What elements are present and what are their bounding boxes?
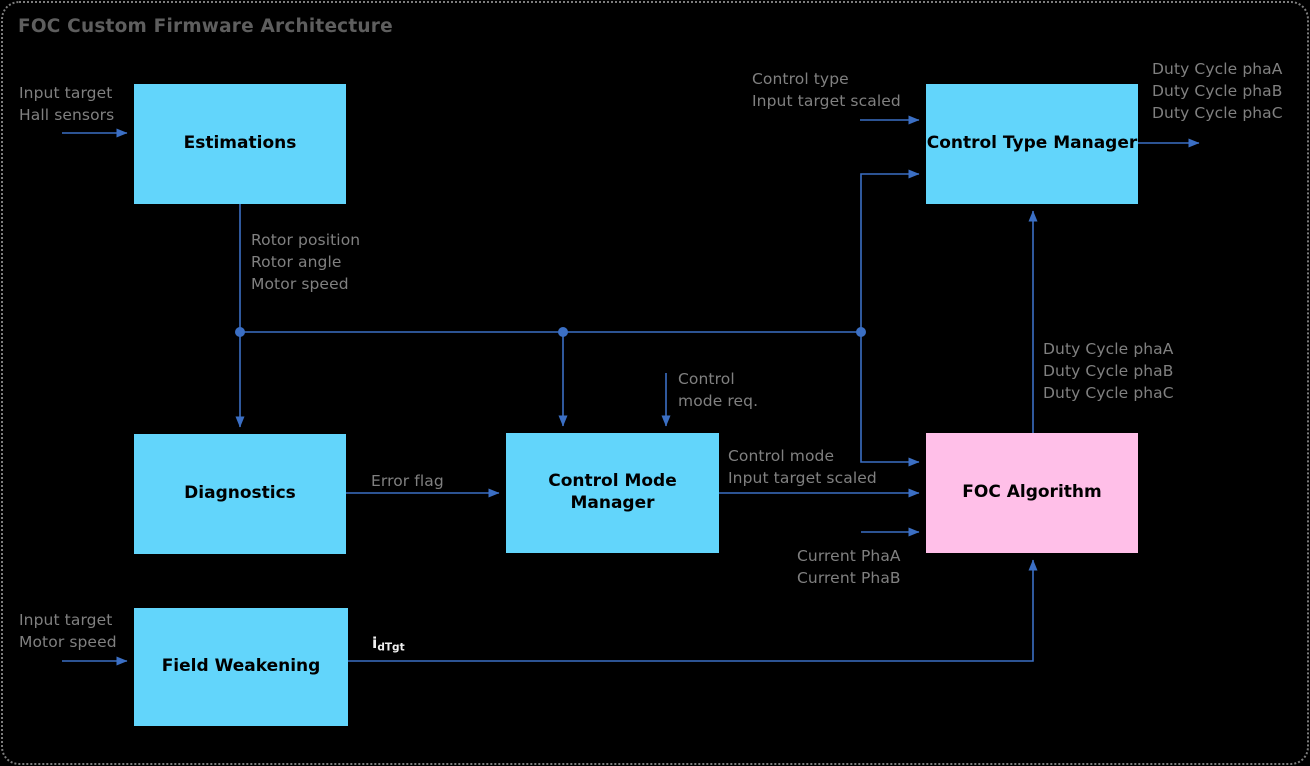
node-foc-algorithm[interactable]: FOC Algorithm (926, 433, 1138, 553)
edge-label-estimations-output: Rotor position Rotor angle Motor speed (251, 231, 361, 293)
node-label: Estimations (183, 133, 297, 154)
edge-label-ctm-input: Control type Input target scaled (752, 70, 901, 110)
edge-bus-to-ctm (860, 169, 920, 332)
edge-label-control-mode-req: Control mode req. (678, 370, 759, 410)
node-control-type-manager[interactable]: Control Type Manager (926, 84, 1138, 204)
edge-label-cmm-to-foc: Control mode Input target scaled (728, 447, 877, 487)
edge-label-ctm-output: Duty Cycle phaA Duty Cycle phaB Duty Cyc… (1152, 60, 1283, 122)
node-label: Diagnostics (184, 483, 296, 504)
id-target-main: i (372, 634, 378, 652)
edge-label-field-weakening-input: Input target Motor speed (19, 611, 117, 651)
node-diagnostics[interactable]: Diagnostics (134, 434, 346, 554)
node-label: Control Mode Manager (548, 471, 677, 513)
node-estimations[interactable]: Estimations (134, 84, 346, 204)
edge-label-error-flag: Error flag (371, 472, 444, 490)
edge-label-id-target: idTgt (372, 634, 405, 653)
node-label: Field Weakening (161, 656, 321, 677)
edge-bus-to-foc (860, 332, 920, 467)
bus-junction-dots (235, 327, 866, 337)
node-label: FOC Algorithm (962, 482, 1102, 503)
page-title: FOC Custom Firmware Architecture (18, 16, 393, 37)
edge-field-weakening-to-foc (348, 559, 1038, 662)
node-field-weakening[interactable]: Field Weakening (134, 608, 348, 726)
edge-label-foc-duty-cycle-feedback: Duty Cycle phaA Duty Cycle phaB Duty Cyc… (1043, 340, 1174, 402)
node-control-mode-manager[interactable]: Control Mode Manager (506, 433, 719, 553)
edge-label-estimations-input: Input target Hall sensors (19, 84, 115, 124)
edge-label-current-phases: Current PhaA Current PhaB (797, 547, 901, 587)
node-label: Control Type Manager (926, 133, 1138, 154)
id-target-subscript: dTgt (377, 641, 405, 654)
